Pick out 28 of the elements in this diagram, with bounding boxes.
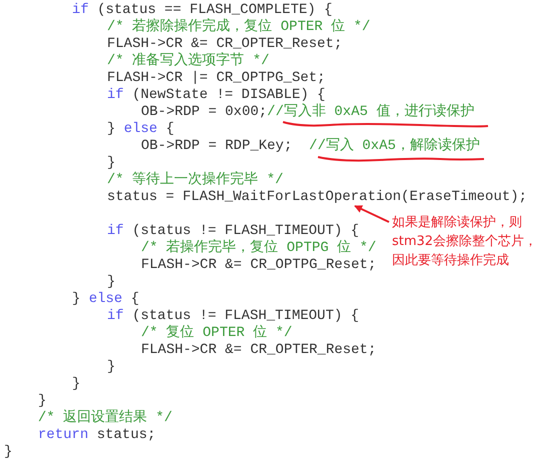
code-comment: /* 复位 OPTER 位 */ (141, 325, 292, 342)
code-comment: OB->RDP = 0x00;//写入非 0xA5 值，进行读保护 (141, 104, 474, 121)
code-line: } else { (107, 121, 174, 138)
code-comment: /* 返回设置结果 */ (38, 410, 172, 427)
code-comment: /* 若操作完毕，复位 OPTPG 位 */ (141, 240, 376, 257)
code-line: } (72, 376, 80, 393)
code-line: return status; (38, 427, 156, 444)
code-line: FLASH->CR &= CR_OPTER_Reset; (107, 36, 342, 52)
code-line: } (107, 274, 116, 291)
code-line: } else { (72, 291, 140, 308)
code-line: if (NewState != DISABLE) { (107, 87, 326, 104)
code-line: if (status != FLASH_TIMEOUT) { (107, 308, 360, 324)
code-comment: OB->RDP = RDP_Key; //写入 0xA5，解除读保护 (141, 138, 480, 155)
code-comment: /* 等待上一次操作完毕 */ (107, 172, 284, 189)
code-comment: /* 准备写入选项字节 */ (107, 53, 270, 70)
code-line: } (4, 444, 12, 461)
code-line: if (status == FLASH_COMPLETE) { (72, 2, 332, 18)
leader-arrow (354, 205, 390, 223)
code-line: status = FLASH_WaitForLastOperation(EraseTimeout); (107, 189, 528, 206)
code-line: } (107, 359, 116, 376)
code-line: FLASH->CR |= CR_OPTPG_Set; (107, 70, 326, 87)
code-line: } (107, 155, 116, 172)
code-line: } (38, 393, 46, 410)
code-line: FLASH->CR &= CR_OPTPG_Reset; (141, 257, 376, 274)
code-line: FLASH->CR &= CR_OPTER_Reset; (141, 342, 376, 359)
annotation-text: 如果是解除读保护，则stm32会擦除整个芯片，因此要等待操作完成 (392, 213, 538, 270)
code-line: if (status != FLASH_TIMEOUT) { (107, 223, 360, 239)
code-comment: /* 若擦除操作完成，复位 OPTER 位 */ (107, 19, 370, 36)
